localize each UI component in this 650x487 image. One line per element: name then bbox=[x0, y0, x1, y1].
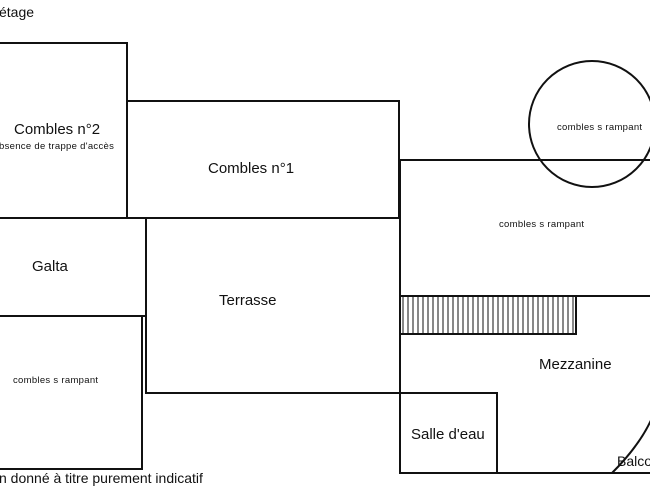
room-label-mezzanine: Mezzanine bbox=[539, 356, 612, 373]
room-galta-outline bbox=[0, 217, 147, 317]
room-label-terrasse: Terrasse bbox=[219, 292, 277, 309]
room-label-galta: Galta bbox=[32, 258, 68, 275]
room-label-combles-rampant-left: combles s rampant bbox=[13, 375, 99, 386]
room-label-balcon: Balco bbox=[617, 453, 650, 469]
room-salle-eau-outline bbox=[399, 392, 498, 474]
room-label-salle-eau: Salle d'eau bbox=[411, 426, 485, 443]
room-label-combles-rampant-circle: combles s rampant bbox=[557, 122, 643, 133]
room-label-combles-2: Combles n°2 bbox=[14, 121, 101, 138]
staircase-steps bbox=[402, 296, 574, 334]
room-combles-rampant-left-outline bbox=[0, 315, 143, 470]
room-label-combles-1: Combles n°1 bbox=[208, 160, 295, 177]
room-combles-rampant-circle-outline bbox=[528, 60, 650, 188]
room-label-combles-rampant-right: combles s rampant bbox=[499, 219, 585, 230]
room-note-combles-2: bsence de trappe d'accès bbox=[0, 141, 115, 152]
footer-disclaimer: n donné à titre purement indicatif bbox=[0, 470, 203, 486]
page-title: étage bbox=[0, 4, 35, 20]
